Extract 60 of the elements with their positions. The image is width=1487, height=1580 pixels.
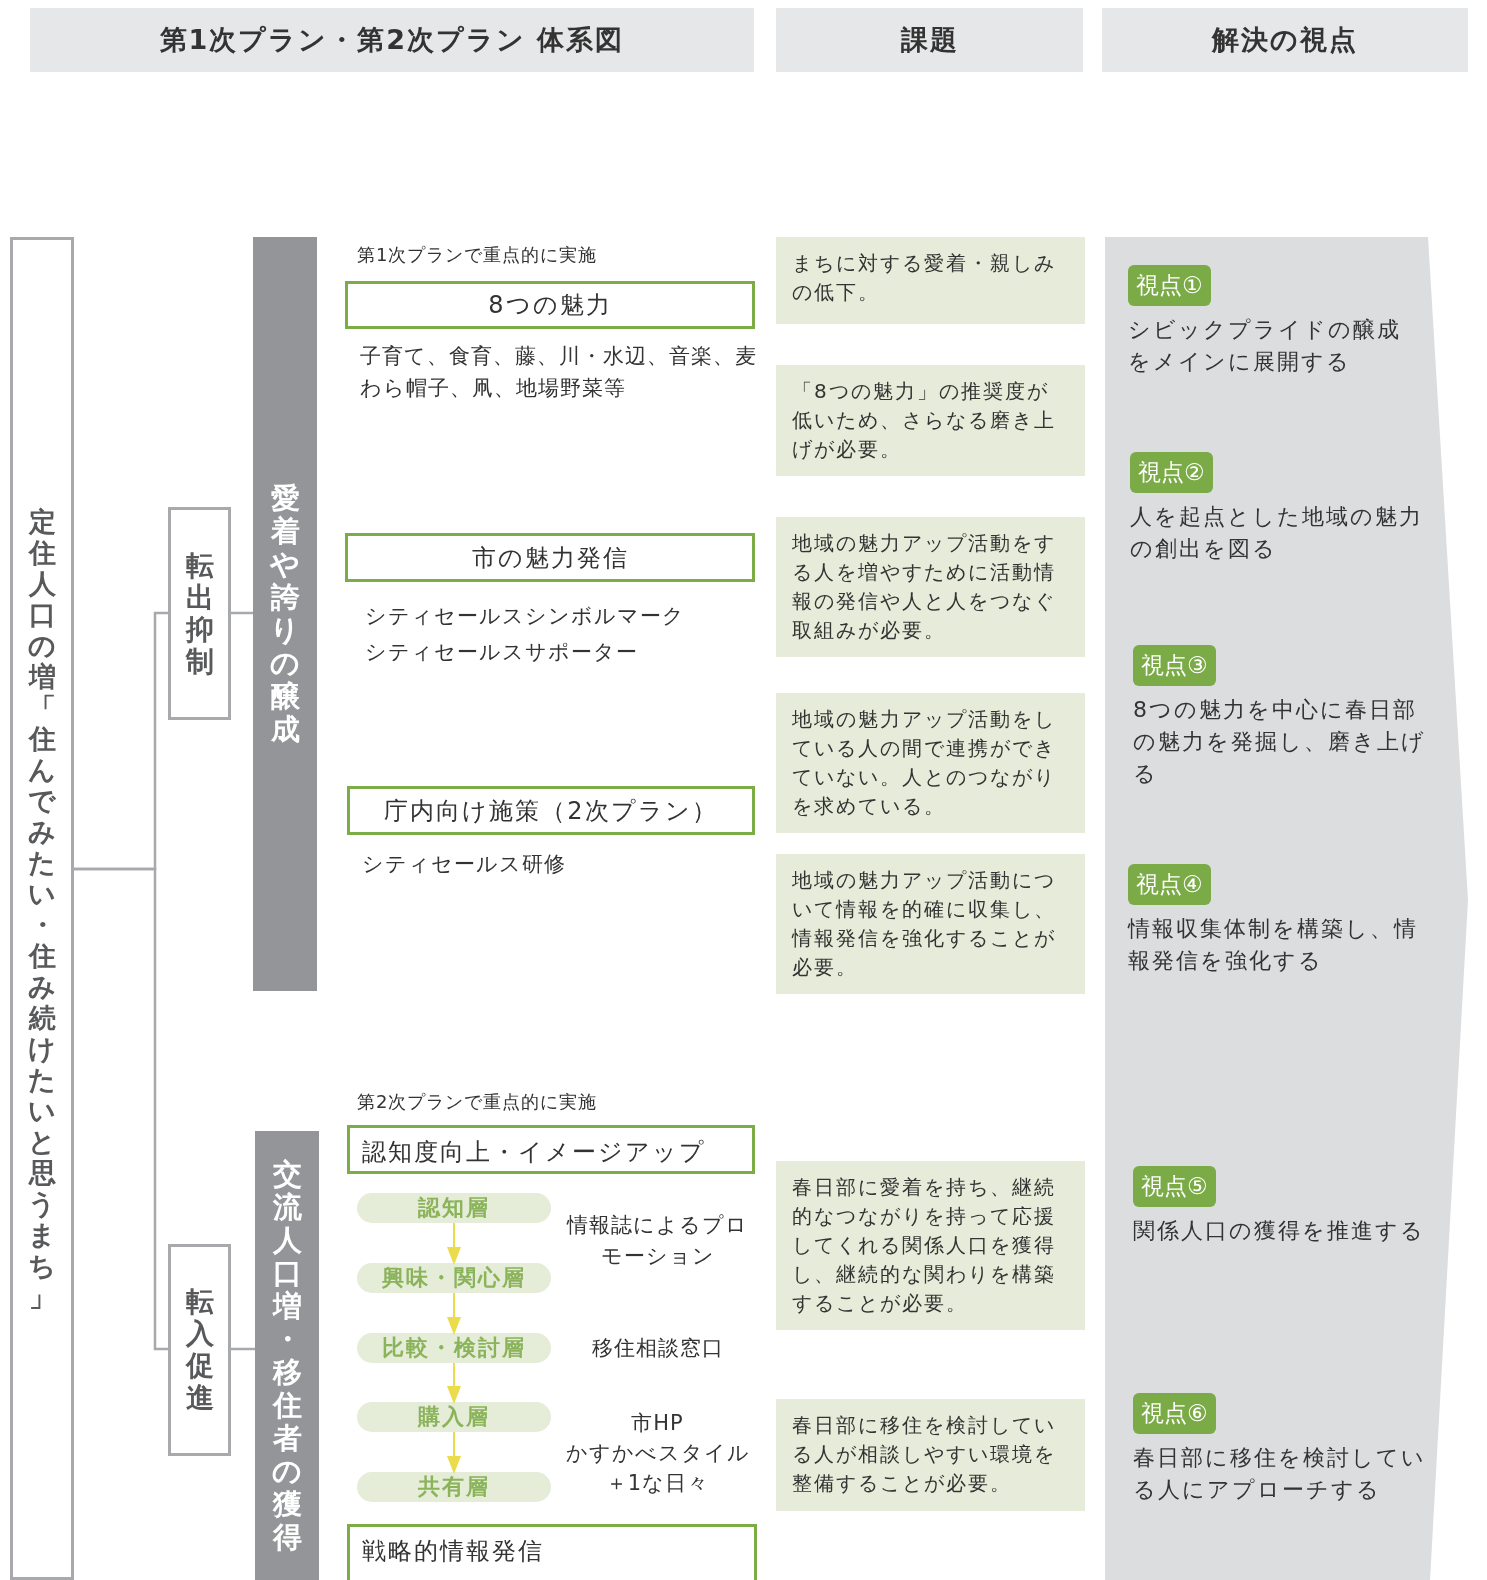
connector-line (231, 1347, 255, 1351)
viewpoint-text: 8つの魅力を中心に春日部の魅力を発掘し、磨き上げる (1133, 696, 1427, 788)
stage-pill: 認知層 (357, 1193, 551, 1223)
item-text: 子育て、食育、藤、川・水辺、音楽、麦わら帽子、凧、地場野菜等 (360, 343, 758, 402)
connector-line (74, 867, 168, 1351)
policy-bar (255, 1131, 319, 1580)
column-header: 第1次プラン・第2次プラン 体系図 (30, 8, 754, 72)
policy-title: 交流人口増・移住者の獲得 (272, 1157, 302, 1554)
viewpoint-text: シビックプライドの醸成をメインに展開する (1128, 316, 1402, 376)
policy-bar (253, 237, 317, 991)
channel-text: 市HP (630, 1410, 685, 1437)
viewpoint-badge: 視点④ (1128, 864, 1211, 905)
measure-box: 市の魅力発信 (345, 533, 755, 582)
item-text: シティセールス研修 (362, 851, 567, 878)
arrow (447, 1431, 461, 1474)
arrow (447, 1222, 461, 1265)
issue-box: 地域の魅力アップ活動について情報を的確に収集し、情報発信を強化することが必要。 (776, 854, 1085, 994)
goal-box (10, 237, 74, 1580)
measure-box: 認知度向上・イメージアップ (347, 1125, 755, 1174)
measure-box: 戦略的情報発信 (347, 1524, 757, 1580)
stage-pill: 興味・関心層 (357, 1263, 551, 1293)
column-header: 課題 (776, 8, 1083, 72)
arrow (447, 1362, 461, 1404)
stage-pill: 共有層 (357, 1472, 551, 1502)
issue-box: まちに対する愛着・親しみの低下。 (776, 237, 1085, 324)
connector-line (231, 611, 253, 615)
section-note: 第1次プランで重点的に実施 (357, 243, 599, 267)
issue-box: 「8つの魅力」の推奨度が低いため、さらなる磨き上げが必要。 (776, 365, 1085, 476)
viewpoint-badge: 視点⑥ (1133, 1393, 1216, 1434)
issue-box: 春日部に移住を検討している人が相談しやすい環境を整備することが必要。 (776, 1399, 1085, 1511)
stage-pill: 購入層 (357, 1402, 551, 1432)
arrow (447, 1292, 461, 1335)
issue-box: 春日部に愛着を持ち、継続的なつながりを持って応援してくれる関係人口を獲得し、継続的な関わりを構築することが必要。 (776, 1161, 1085, 1330)
viewpoint-text: 春日部に移住を検討している人にアプローチする (1133, 1444, 1427, 1504)
strategy-title: 転出抑制 (185, 549, 214, 678)
stage-pill: 比較・検討層 (357, 1333, 551, 1363)
measure-box: 庁内向け施策（2次プラン） (347, 786, 755, 835)
section-note: 第2次プランで重点的に実施 (357, 1090, 599, 1114)
channel-text: かすかべスタイル (565, 1440, 750, 1467)
viewpoint-badge: 視点① (1128, 265, 1211, 306)
viewpoint-badge: 視点③ (1133, 645, 1216, 686)
column-header: 解決の視点 (1102, 8, 1468, 72)
item-text: シティセールスシンボルマーク (365, 603, 686, 630)
viewpoint-badge: 視点② (1130, 452, 1213, 493)
strategy-title: 転入促進 (185, 1286, 214, 1414)
viewpoint-text: 関係人口の獲得を推進する (1133, 1217, 1426, 1245)
channel-text: 移住相談窓口 (590, 1335, 725, 1362)
viewpoint-text: 人を起点とした地域の魅力の創出を図る (1130, 503, 1424, 563)
strategy-box (168, 507, 231, 720)
policy-title: 愛着や誇りの醸成 (270, 482, 300, 746)
issue-box: 地域の魅力アップ活動をしている人の間で連携ができていない。人とのつながりを求めている。 (776, 693, 1085, 833)
issue-box: 地域の魅力アップ活動をする人を増やすために活動情報の発信や人と人をつなぐ取組みが必要。 (776, 517, 1085, 657)
viewpoint-text: 情報収集体制を構築し、情報発信を強化する (1128, 915, 1419, 975)
viewpoint-badge: 視点⑤ (1133, 1166, 1216, 1207)
measure-box: 8つの魅力 (345, 281, 755, 329)
goal-title: 定住人口の増「住んでみたい・住み続けたいと思うまち」 (28, 505, 56, 1312)
channel-text: 情報誌によるプロモーション (565, 1212, 749, 1270)
strategy-box (168, 1244, 231, 1456)
channel-text: ＋1な日々 (604, 1470, 711, 1497)
item-text: シティセールスサポーター (365, 639, 639, 666)
